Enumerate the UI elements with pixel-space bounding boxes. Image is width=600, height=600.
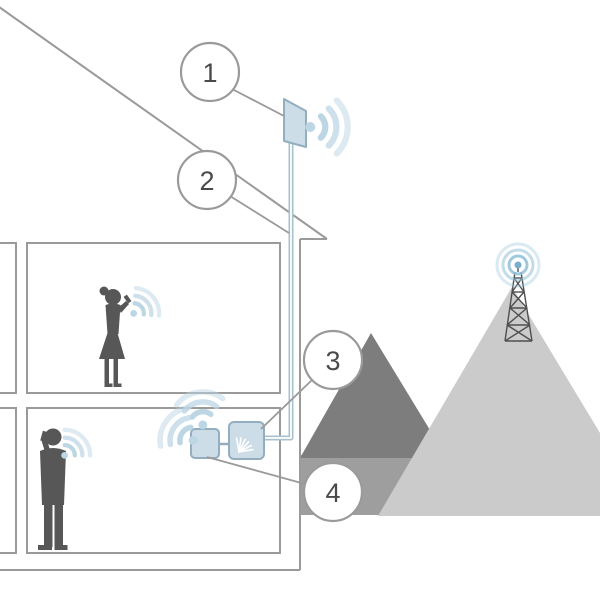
woman-head xyxy=(105,289,121,305)
person-woman xyxy=(99,286,132,387)
external-antenna xyxy=(283,98,307,148)
woman-torso xyxy=(105,303,121,334)
booster-boost-icon xyxy=(235,437,254,453)
roof-line xyxy=(0,6,328,240)
pointer-4 xyxy=(206,456,306,485)
callouts: 1 2 3 4 xyxy=(176,41,364,523)
callout-4-label: 4 xyxy=(325,478,340,508)
woman-phone xyxy=(123,294,132,304)
callout-4-circle xyxy=(302,461,364,523)
woman-arm xyxy=(118,301,129,313)
callout-2-circle xyxy=(176,149,238,211)
external-antenna-signal-icon xyxy=(305,101,347,154)
mountain-dark xyxy=(300,333,447,458)
callout-2-label: 2 xyxy=(199,166,214,196)
upper-floor-room-left xyxy=(0,242,17,394)
pointer-1 xyxy=(231,88,285,117)
house-outline xyxy=(0,6,328,571)
tower-signal-icon xyxy=(495,242,541,288)
coax-cable xyxy=(263,140,294,441)
booster-box xyxy=(228,421,265,460)
callout-1-circle xyxy=(179,41,241,103)
callout-1-label: 1 xyxy=(202,58,217,88)
callout-3-circle xyxy=(302,329,364,391)
man-arm xyxy=(41,436,50,452)
pointer-3 xyxy=(260,379,313,430)
man-torso xyxy=(40,448,66,505)
person-man xyxy=(38,428,68,550)
upper-floor-room xyxy=(26,242,281,394)
callout-3-label: 3 xyxy=(325,346,340,376)
lower-floor-room-left xyxy=(0,407,17,554)
woman-skirt xyxy=(99,333,125,359)
callout-pointers xyxy=(206,88,313,485)
mountain-light xyxy=(378,287,600,516)
mountains xyxy=(300,287,600,516)
pointer-2 xyxy=(229,195,290,234)
man-head xyxy=(44,428,62,446)
